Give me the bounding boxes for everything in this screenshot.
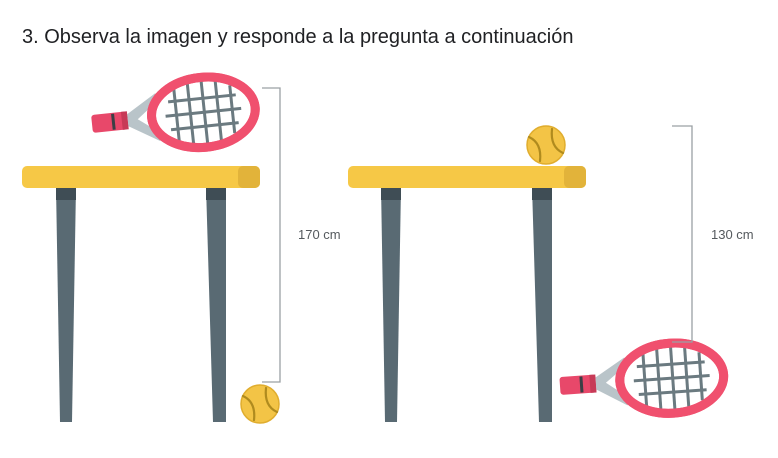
tennis-ball-icon: [239, 383, 281, 425]
table-leg-right: [206, 186, 226, 422]
measurement-label: 130 cm: [711, 227, 754, 242]
table-leg-left: [56, 186, 76, 422]
tennis-racket-icon: [88, 72, 258, 159]
question-title: 3. Observa la imagen y responde a la pre…: [22, 26, 574, 48]
measurement-bracket: [672, 125, 693, 343]
scene-right: 130 cm: [348, 124, 754, 422]
table-leg-left: [381, 186, 401, 422]
tennis-racket-icon: [558, 340, 726, 421]
tennis-ball-icon: [525, 124, 567, 166]
table-top: [22, 166, 260, 188]
measurement-bracket: [262, 87, 281, 383]
table-leg-right: [532, 186, 552, 422]
table-top: [348, 166, 586, 188]
scene-left: 170 cm: [22, 72, 341, 425]
measurement-label: 170 cm: [298, 227, 341, 242]
